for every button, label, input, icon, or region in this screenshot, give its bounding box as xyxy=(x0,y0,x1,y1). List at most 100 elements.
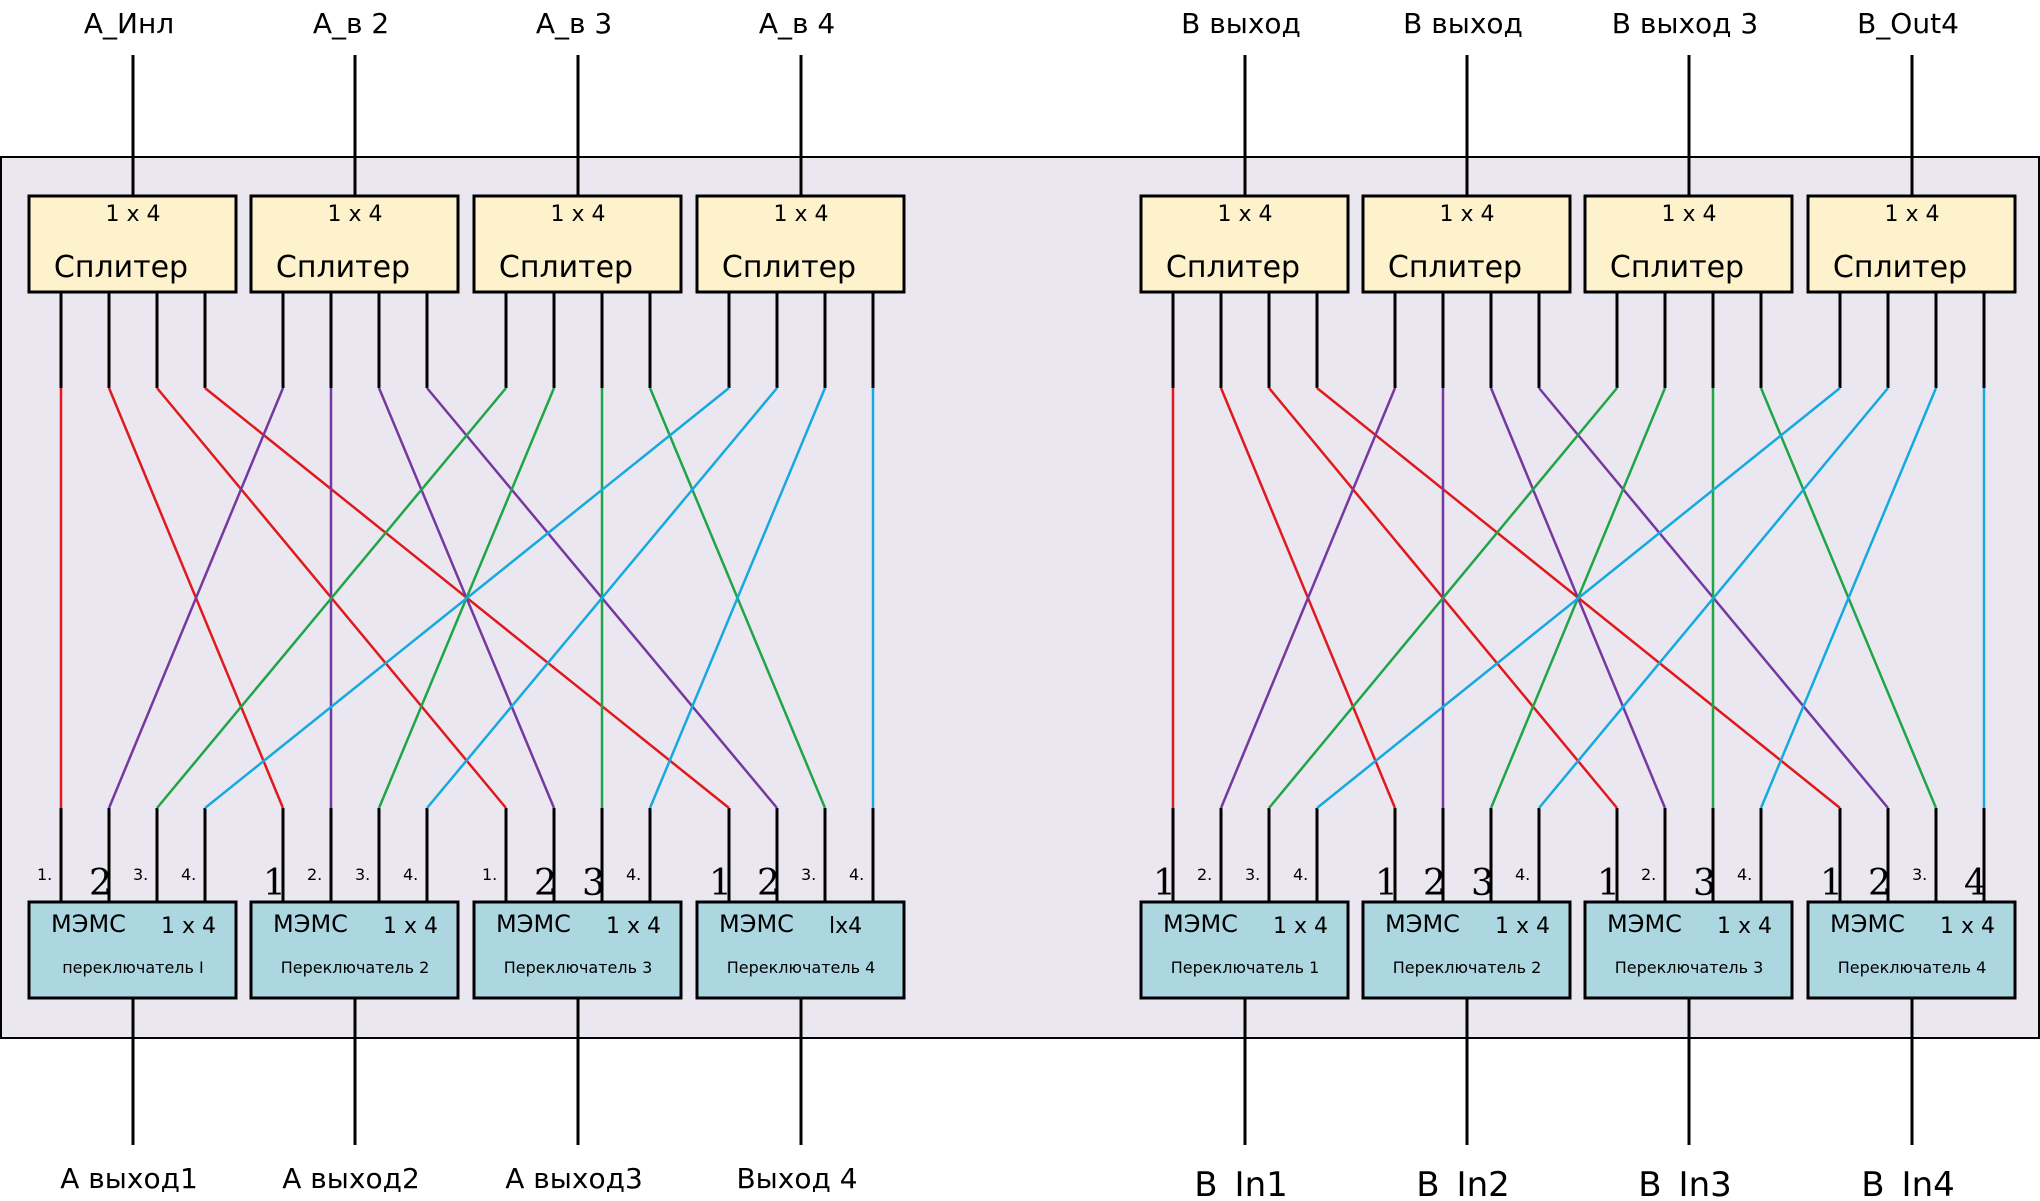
switch-port-number: 3. xyxy=(355,865,370,884)
switch-port-number: 1 xyxy=(1597,863,1620,904)
switch-port-number: 2. xyxy=(1197,865,1212,884)
switch-port-number: 3 xyxy=(1693,863,1716,904)
splitter-ratio: 1 x 4 xyxy=(1440,202,1495,227)
splitter-name: Сплитер xyxy=(1610,250,1744,285)
switch-port-number: 4. xyxy=(1293,865,1308,884)
splitter-box xyxy=(1361,194,1572,294)
fiber-line xyxy=(1316,387,1841,809)
switch-box xyxy=(1806,900,2017,1000)
switch-ratio: 1 x 4 xyxy=(1717,914,1772,939)
splitter-ratio: 1 x 4 xyxy=(1662,202,1717,227)
switch-port-number: 2 xyxy=(534,863,557,904)
switch-port-number: 2 xyxy=(89,863,112,904)
switch-port-number: 3 xyxy=(1471,863,1494,904)
switch-mems-label: МЭМС xyxy=(1385,910,1460,938)
splitter-ratio: 1 x 4 xyxy=(774,202,829,227)
switch-name: Переключатель 2 xyxy=(281,958,430,977)
switch-box xyxy=(1139,900,1350,1000)
system-panel xyxy=(0,156,2040,1039)
switch-box xyxy=(27,900,238,1000)
switch-mems-label: МЭМС xyxy=(496,910,571,938)
splitter-row: 1 x 4 Сплитер 1 x 4 Сплитер 1 x 4 Сплитер 1 x … xyxy=(27,194,2017,294)
splitter-ratio: 1 x 4 xyxy=(328,202,383,227)
output-port-label: А выход2 xyxy=(282,1162,420,1195)
switch-port-number: 4. xyxy=(849,865,864,884)
switch-mems-label: МЭМС xyxy=(1163,910,1238,938)
switch-port-number: 2 xyxy=(757,863,780,904)
switch-port-number: 3. xyxy=(1245,865,1260,884)
output-port-label: А выход3 xyxy=(505,1162,643,1195)
switch-box xyxy=(695,900,906,1000)
switch-name: Переключатель 4 xyxy=(1838,958,1987,977)
cross-connect-fibers xyxy=(59,387,1986,809)
fiber-line xyxy=(1268,387,1618,809)
input-port-label: А_в 2 xyxy=(313,7,389,40)
switch-port-number: 2. xyxy=(1641,865,1656,884)
splitter-ratio: 1 x 4 xyxy=(106,202,161,227)
input-port-label: B_Out4 xyxy=(1857,7,1959,40)
switch-port-number: 1 xyxy=(1153,863,1176,904)
fiber-line xyxy=(1219,387,1397,809)
splitter-name: Сплитер xyxy=(54,250,188,285)
switch-port-number: 4. xyxy=(181,865,196,884)
input-port-label: В выход xyxy=(1181,7,1301,40)
switch-port-number: 3. xyxy=(133,865,148,884)
splitter-box xyxy=(1583,194,1794,294)
switch-name: Переключатель 3 xyxy=(1615,958,1764,977)
switch-name: Переключатель 2 xyxy=(1393,958,1542,977)
splitter-ratio: 1 x 4 xyxy=(1218,202,1273,227)
switch-port-number: 1 xyxy=(709,863,732,904)
splitter-name: Сплитер xyxy=(722,250,856,285)
switch-ratio: 1 x 4 xyxy=(383,914,438,939)
switch-port-number: 2 xyxy=(1423,863,1446,904)
splitter-name: Сплитер xyxy=(276,250,410,285)
fiber-line xyxy=(1759,387,1938,809)
switch-port-number: 3 xyxy=(582,863,605,904)
switch-port-number: 4. xyxy=(1515,865,1530,884)
switch-name: Переключатель 1 xyxy=(1171,958,1320,977)
fiber-line xyxy=(107,387,285,809)
input-port-label: В выход 3 xyxy=(1612,7,1759,40)
switch-ratio: 1 x 4 xyxy=(1495,914,1550,939)
switch-mems-label: МЭМС xyxy=(51,910,126,938)
switch-port-number: 1 xyxy=(1375,863,1398,904)
switch-ratio: 1 x 4 xyxy=(161,914,216,939)
splitter-name: Сплитер xyxy=(1833,250,1967,285)
switch-mems-label: МЭМС xyxy=(273,910,348,938)
splitter-box xyxy=(249,194,460,294)
splitter-name: Сплитер xyxy=(1388,250,1522,285)
switch-box xyxy=(472,900,683,1000)
output-port-label: Выход 4 xyxy=(736,1162,857,1195)
switch-mems-label: МЭМС xyxy=(719,910,794,938)
splitter-box xyxy=(472,194,683,294)
switch-port-number: 1 xyxy=(263,863,286,904)
switch-port-number: 4. xyxy=(1737,865,1752,884)
vertical-wires xyxy=(59,55,1986,1145)
output-port-label: А выход1 xyxy=(60,1162,198,1195)
switch-port-number: 1. xyxy=(37,865,52,884)
fiber-line xyxy=(1538,387,1889,809)
switch-box xyxy=(249,900,460,1000)
splitter-ratio: 1 x 4 xyxy=(1885,202,1940,227)
switch-port-number: 2 xyxy=(1868,863,1891,904)
switch-ratio: 1 x 4 xyxy=(606,914,661,939)
splitter-box xyxy=(1139,194,1350,294)
switch-port-number: 3. xyxy=(801,865,816,884)
switch-name: Переключатель 4 xyxy=(727,958,876,977)
splitter-name: Сплитер xyxy=(1166,250,1300,285)
input-port-label: А_в 4 xyxy=(759,7,835,40)
switch-name: Переключатель 3 xyxy=(504,958,653,977)
splitter-ratio: 1 x 4 xyxy=(551,202,606,227)
splitter-name: Сплитер xyxy=(499,250,633,285)
switch-name: переключатель I xyxy=(62,958,204,977)
splitter-box xyxy=(695,194,906,294)
fiber-line xyxy=(648,387,827,809)
output-port-label: B_In2 xyxy=(1416,1165,1510,1201)
switch-mems-label: МЭМС xyxy=(1830,910,1905,938)
input-port-label: А_в 3 xyxy=(536,7,612,40)
output-port-label: B_In3 xyxy=(1638,1165,1732,1201)
switch-port-number: 1 xyxy=(1820,863,1843,904)
